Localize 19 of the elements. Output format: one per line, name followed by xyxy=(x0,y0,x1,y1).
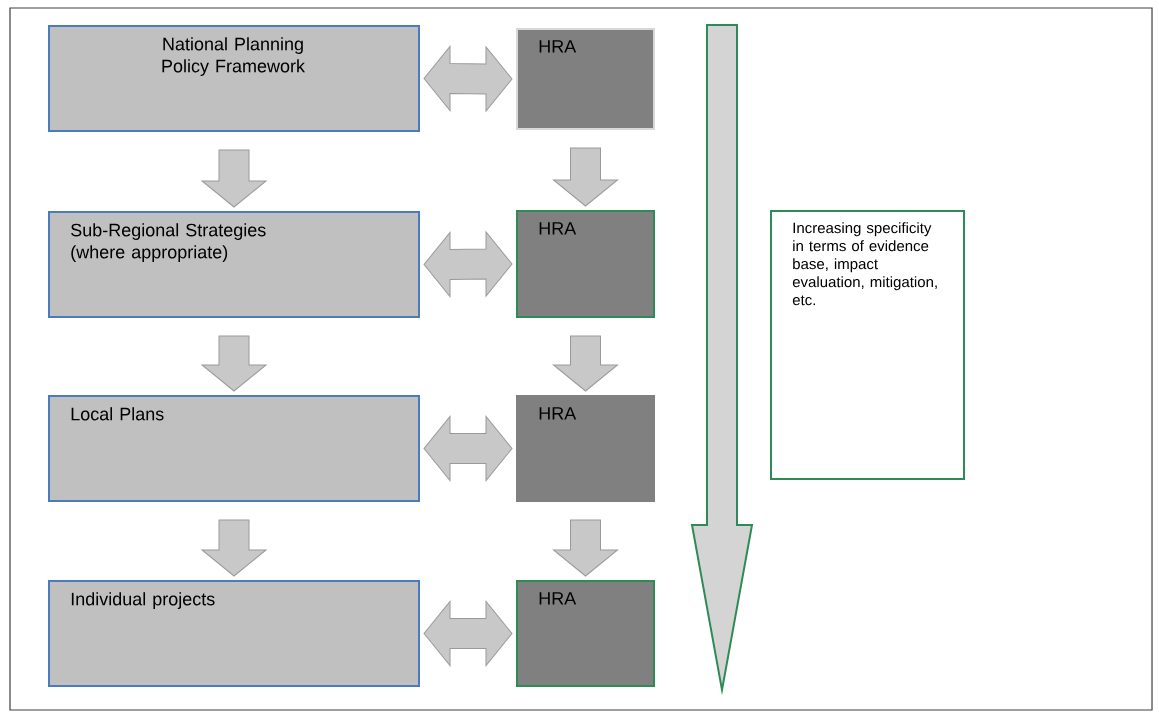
process-box: Sub-Regional Strategies (where appropriate) xyxy=(48,211,420,318)
block-arrow xyxy=(553,335,618,392)
block-arrow xyxy=(423,416,513,481)
note-box: Increasing specificity in terms of evidence base, impact evaluation, mitigation, etc. xyxy=(770,210,965,480)
block-arrow xyxy=(423,231,513,297)
process-box: Local Plans xyxy=(48,395,420,502)
block-arrow xyxy=(423,601,513,666)
block-arrow xyxy=(423,46,513,112)
block-arrow xyxy=(553,147,618,207)
process-box: Individual projects xyxy=(48,580,420,687)
block-arrow xyxy=(553,519,618,577)
block-arrow xyxy=(201,519,267,577)
assessment-box: HRA xyxy=(516,28,655,130)
block-arrow xyxy=(201,149,267,208)
assessment-box: HRA xyxy=(516,395,655,502)
assessment-box: HRA xyxy=(516,580,655,687)
assessment-box: HRA xyxy=(516,210,655,318)
block-arrow xyxy=(201,335,267,392)
process-box: National Planning Policy Framework xyxy=(48,25,420,132)
